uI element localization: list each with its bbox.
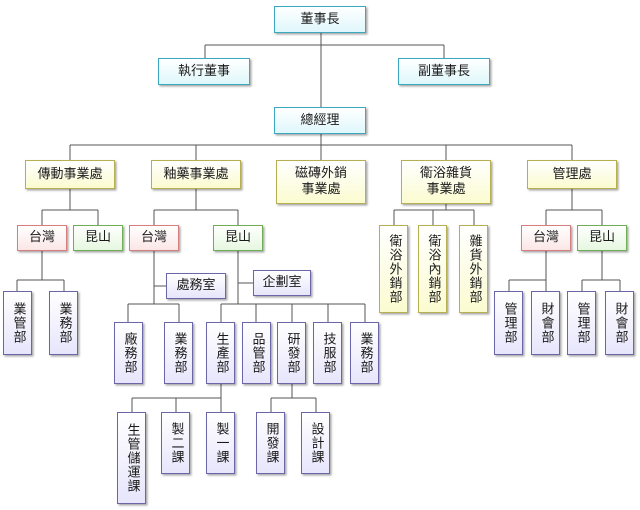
transmission-division-box: 傳動事業處 <box>25 160 115 189</box>
mgmt-taiwan-finance-box: 財會部 <box>531 291 560 355</box>
qc-box: 品管部 <box>242 322 271 384</box>
transmission-biz-mgmt-label: 業管部 <box>10 302 26 344</box>
mgmt-kunshan-finance-box: 財會部 <box>605 291 634 355</box>
general-manager-box: 總經理 <box>274 107 366 134</box>
transmission-sales-box: 業務部 <box>49 291 78 355</box>
transmission-taiwan-label: 台灣 <box>28 230 55 245</box>
general-manager-label: 總經理 <box>300 112 340 128</box>
admin-office-label: 處務室 <box>176 278 216 293</box>
design-label: 設計課 <box>308 422 324 464</box>
factory-affairs-box: 廠務部 <box>114 322 143 384</box>
chairman-box: 董事長 <box>274 6 366 33</box>
design-box: 設計課 <box>301 412 330 474</box>
planning-office-label: 企劃室 <box>262 275 302 290</box>
executive-director-label: 執行董事 <box>177 63 230 79</box>
mgmt-kunshan-mgmt-box: 管理部 <box>567 291 596 355</box>
rd-label: 研發部 <box>284 332 300 374</box>
qc-label: 品管部 <box>249 332 265 374</box>
production-label: 生產部 <box>213 332 229 374</box>
glaze-taiwan-box: 台灣 <box>129 225 179 251</box>
glaze-division-box: 釉藥事業處 <box>151 160 241 189</box>
mgmt-taiwan-mgmt-box: 管理部 <box>494 291 523 355</box>
vice-chairman-box: 副董事長 <box>398 58 490 85</box>
factory-affairs-label: 廠務部 <box>121 332 137 374</box>
mgmt-kunshan-mgmt-label: 管理部 <box>574 302 590 344</box>
glaze-taiwan-sales-label: 業務部 <box>171 332 187 374</box>
planning-office-box: 企劃室 <box>253 270 311 296</box>
tech-service-box: 技服部 <box>313 322 342 384</box>
management-taiwan-label: 台灣 <box>532 230 559 245</box>
glaze-kunshan-sales-label: 業務部 <box>357 332 373 374</box>
goods-export-box: 雜貨外銷部 <box>459 225 488 313</box>
transmission-division-label: 傳動事業處 <box>37 166 103 182</box>
mfg2-box: 製二課 <box>161 412 190 474</box>
glaze-taiwan-sales-box: 業務部 <box>164 322 193 384</box>
transmission-kunshan-box: 昆山 <box>73 225 123 251</box>
sanitary-export-box: 衛浴外銷部 <box>379 225 408 313</box>
prod-storage-box: 生管儲運課 <box>117 412 146 504</box>
admin-office-box: 處務室 <box>166 273 226 299</box>
sanitary-domestic-box: 衛浴內銷部 <box>418 225 447 313</box>
tech-service-label: 技服部 <box>320 332 336 374</box>
mgmt-taiwan-mgmt-label: 管理部 <box>501 302 517 344</box>
sanitary-goods-division-label: 衛浴雜貨 事業處 <box>419 166 472 197</box>
executive-director-box: 執行董事 <box>158 58 250 85</box>
transmission-sales-label: 業務部 <box>56 302 72 344</box>
mfg1-box: 製一課 <box>206 412 235 474</box>
glaze-kunshan-box: 昆山 <box>213 225 263 251</box>
mgmt-taiwan-finance-label: 財會部 <box>538 302 554 344</box>
glaze-kunshan-label: 昆山 <box>224 230 251 245</box>
transmission-kunshan-label: 昆山 <box>84 230 111 245</box>
transmission-biz-mgmt-box: 業管部 <box>3 291 32 355</box>
tile-export-division-label: 磁磚外銷 事業處 <box>294 166 347 197</box>
prod-storage-label: 生管儲運課 <box>124 423 140 493</box>
sanitary-domestic-label: 衛浴內銷部 <box>425 234 441 304</box>
transmission-taiwan-box: 台灣 <box>17 225 67 251</box>
mfg1-label: 製一課 <box>213 422 229 464</box>
dev-label: 開發課 <box>263 422 279 464</box>
mgmt-kunshan-finance-label: 財會部 <box>612 302 628 344</box>
management-taiwan-box: 台灣 <box>521 225 571 251</box>
glaze-taiwan-label: 台灣 <box>140 230 167 245</box>
management-division-box: 管理處 <box>527 160 617 189</box>
sanitary-goods-division-box: 衛浴雜貨 事業處 <box>401 160 491 204</box>
glaze-kunshan-sales-box: 業務部 <box>350 322 379 384</box>
glaze-division-label: 釉藥事業處 <box>163 166 229 182</box>
chairman-label: 董事長 <box>300 11 340 27</box>
dev-box: 開發課 <box>256 412 285 474</box>
mfg2-label: 製二課 <box>168 422 184 464</box>
management-division-label: 管理處 <box>552 166 592 182</box>
management-kunshan-label: 昆山 <box>588 230 615 245</box>
sanitary-export-label: 衛浴外銷部 <box>386 234 402 304</box>
management-kunshan-box: 昆山 <box>577 225 627 251</box>
tile-export-division-box: 磁磚外銷 事業處 <box>276 160 366 204</box>
production-box: 生產部 <box>206 322 235 384</box>
goods-export-label: 雜貨外銷部 <box>466 234 482 304</box>
rd-box: 研發部 <box>277 322 306 384</box>
vice-chairman-label: 副董事長 <box>417 63 470 79</box>
